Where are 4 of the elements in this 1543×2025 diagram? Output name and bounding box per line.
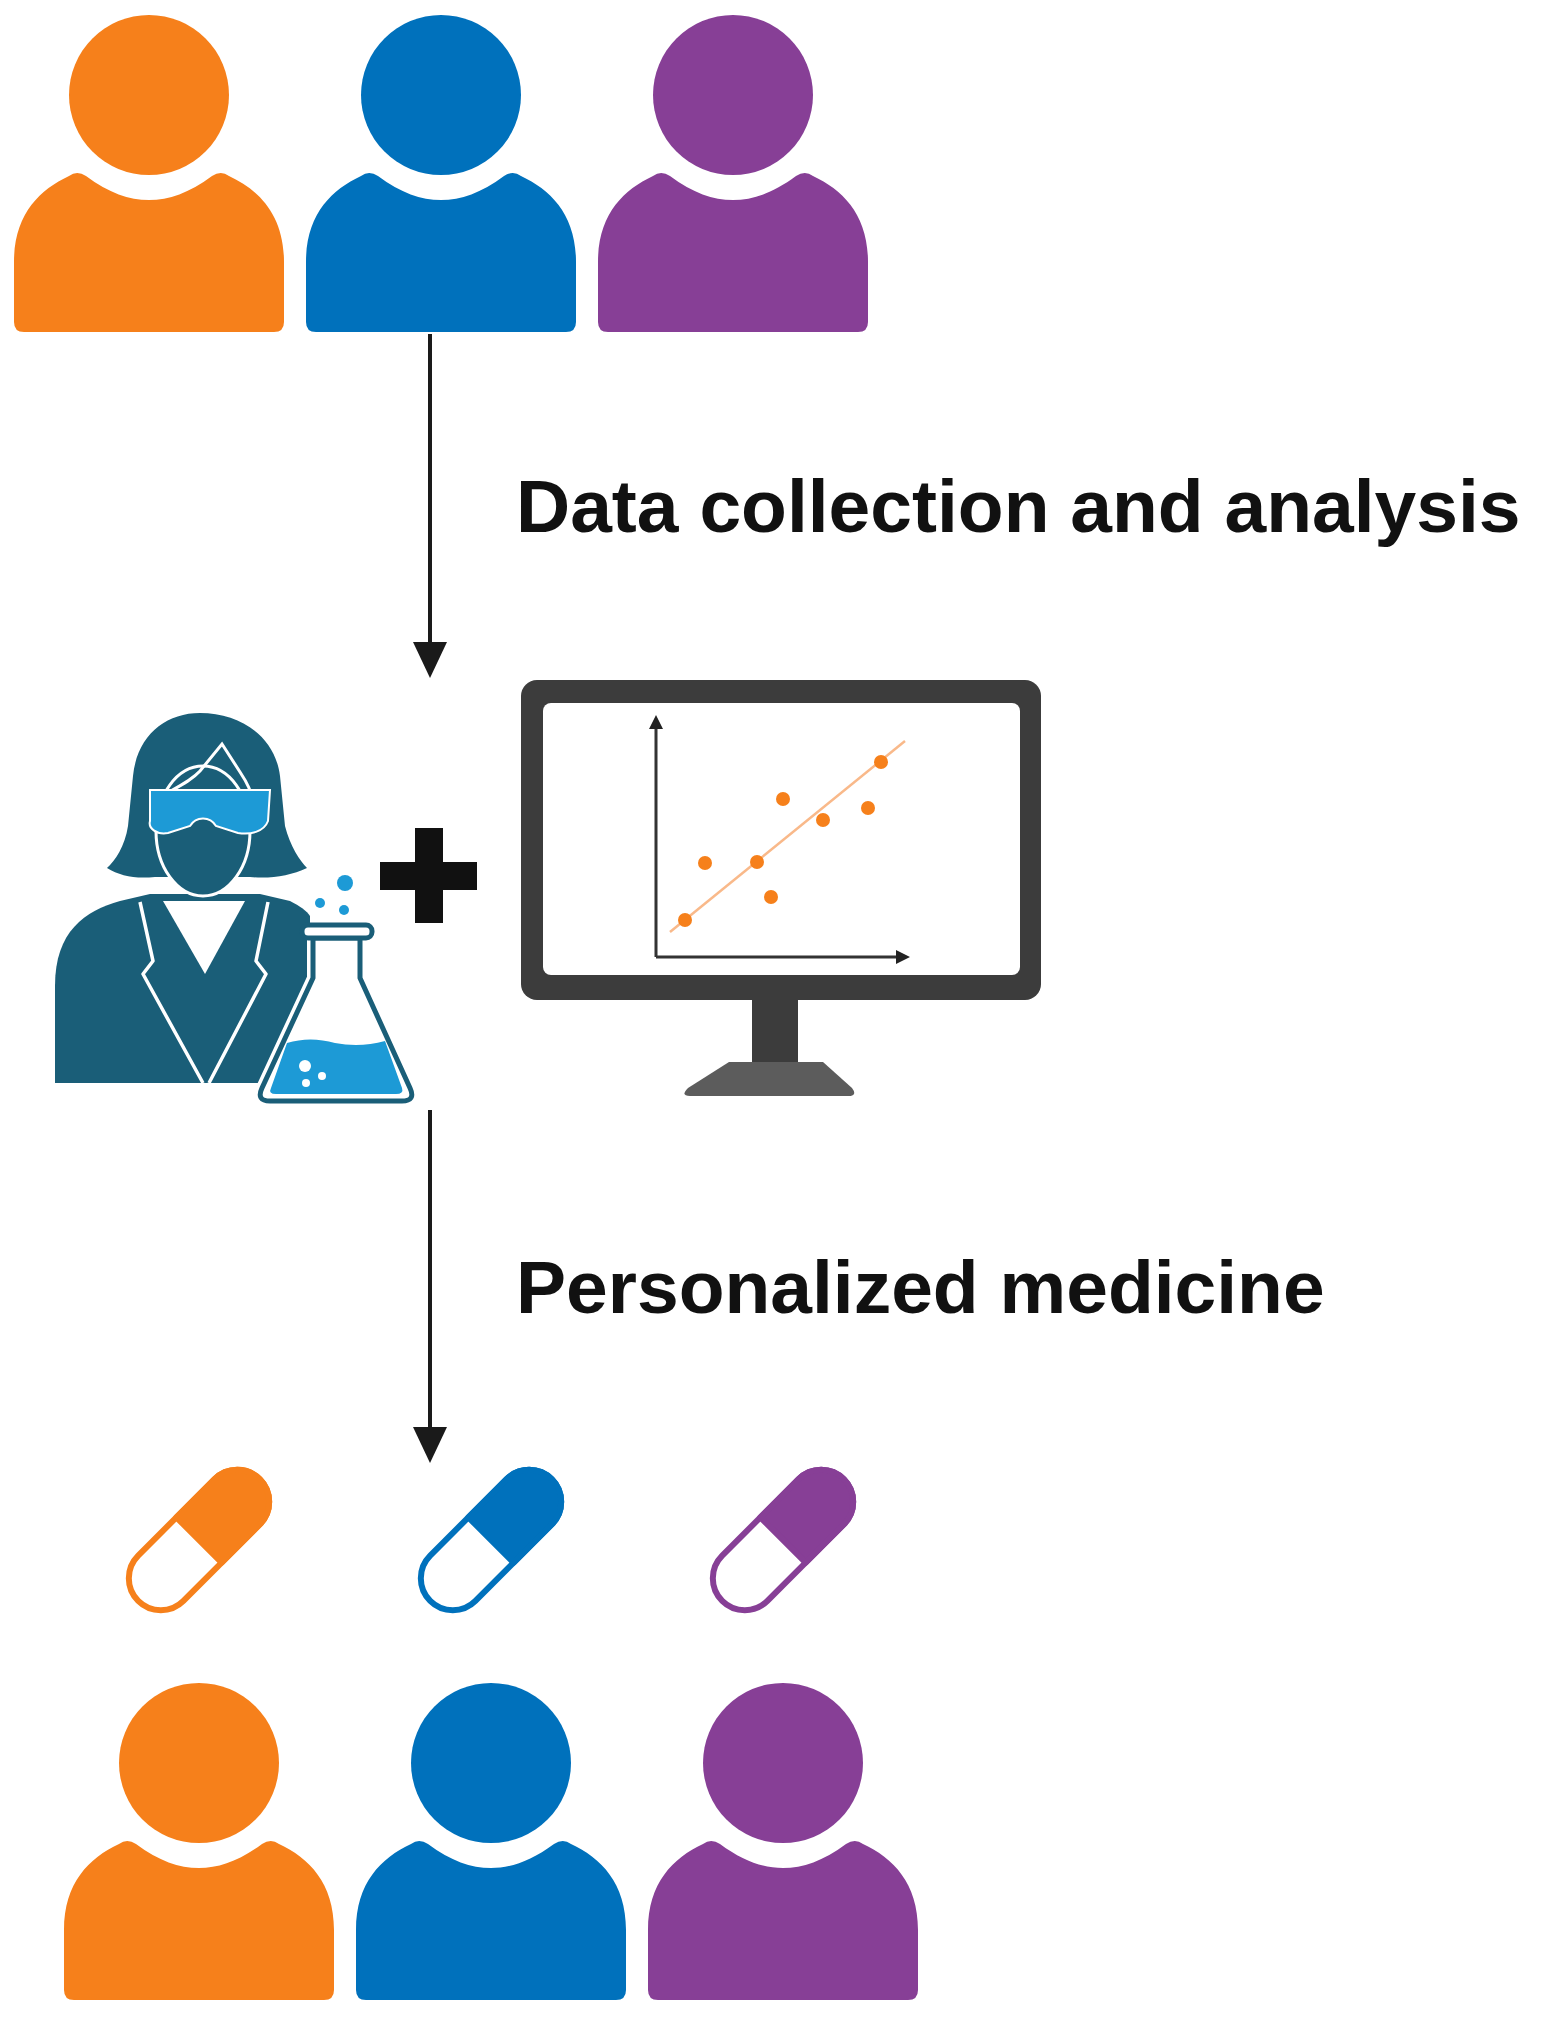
patient-group-illustration (14, 15, 868, 332)
patients-with-pills-illustration (64, 1465, 918, 2000)
arrow (413, 334, 447, 678)
arrow (413, 1110, 447, 1463)
